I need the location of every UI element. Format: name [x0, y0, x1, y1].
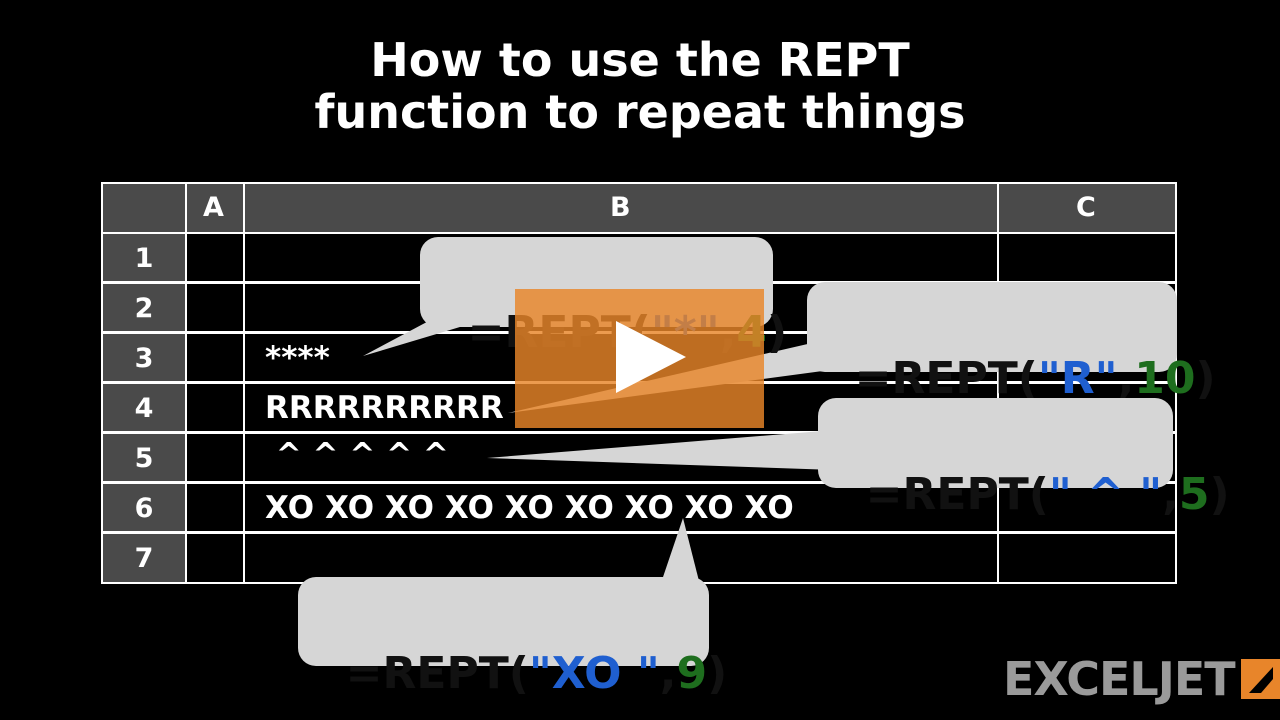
- column-header-b-label: B: [610, 192, 631, 223]
- callout-2-bubble: [807, 282, 1177, 372]
- callout-3-prefix: =REPT(: [865, 469, 1049, 520]
- callout-4-string: "XO ": [528, 648, 660, 699]
- callout-3-comma: ,: [1162, 469, 1179, 520]
- callout-4-number: 9: [676, 648, 708, 699]
- cell-b5: ^ ^ ^ ^ ^: [265, 437, 449, 473]
- row-header-1: 1: [101, 232, 187, 283]
- callout-2-comma: ,: [1117, 353, 1135, 404]
- column-header-b: [243, 182, 999, 234]
- title-line-1: How to use the REPT: [370, 33, 910, 87]
- title-line-2: function to repeat things: [314, 85, 966, 139]
- callout-2-number: 10: [1134, 353, 1196, 404]
- row-header-2: 2: [101, 282, 187, 333]
- callout-4-suffix: ): [707, 648, 728, 699]
- cell-b3: ****: [265, 340, 330, 376]
- callout-2-suffix: ): [1195, 353, 1216, 404]
- callout-4-prefix: =REPT(: [345, 648, 529, 699]
- callout-4-comma: ,: [659, 648, 677, 699]
- callout-3-bubble: [818, 398, 1173, 488]
- column-header-a-label: A: [203, 192, 224, 223]
- callout-3-formula: =REPT(" ^ ",5): [835, 418, 1230, 520]
- callout-1-pointer: [363, 315, 500, 356]
- spreadsheet-grid: A B C 1 2 3 4 5 6 7 **** RRRRRRRRRR ^ ^ …: [101, 182, 1177, 584]
- callout-1-suffix: ): [767, 307, 788, 358]
- callout-4-pointer: [662, 518, 700, 585]
- callout-3-string: " ^ ": [1048, 469, 1163, 520]
- callout-3-number: 5: [1178, 469, 1210, 520]
- video-play-button[interactable]: [515, 289, 764, 428]
- callout-2-prefix: =REPT(: [854, 353, 1038, 404]
- row-header-6: 6: [101, 482, 187, 533]
- logo-text: EXCELJET: [1003, 652, 1236, 706]
- play-icon: [616, 321, 686, 393]
- callout-3-pointer: [487, 430, 835, 470]
- cell-b6: XO XO XO XO XO XO XO XO XO: [265, 490, 794, 526]
- exceljet-logo: EXCELJET: [1003, 652, 1280, 706]
- column-divider-ab: [243, 232, 245, 584]
- cell-b4: RRRRRRRRRR: [265, 390, 504, 426]
- column-header-c-label: C: [1076, 192, 1096, 223]
- callout-4-formula: =REPT("XO ",9): [315, 597, 728, 699]
- video-title: How to use the REPT function to repeat t…: [0, 34, 1280, 138]
- callout-3-suffix: ): [1209, 469, 1230, 520]
- callout-4-bubble: [298, 577, 709, 666]
- exceljet-logo-icon: [1240, 659, 1280, 699]
- row-header-4: 4: [101, 382, 187, 433]
- callout-2-formula: =REPT("R",10): [824, 302, 1216, 404]
- callout-2-string: "R": [1037, 353, 1118, 404]
- row-header-7: 7: [101, 532, 187, 584]
- row-header-3: 3: [101, 332, 187, 383]
